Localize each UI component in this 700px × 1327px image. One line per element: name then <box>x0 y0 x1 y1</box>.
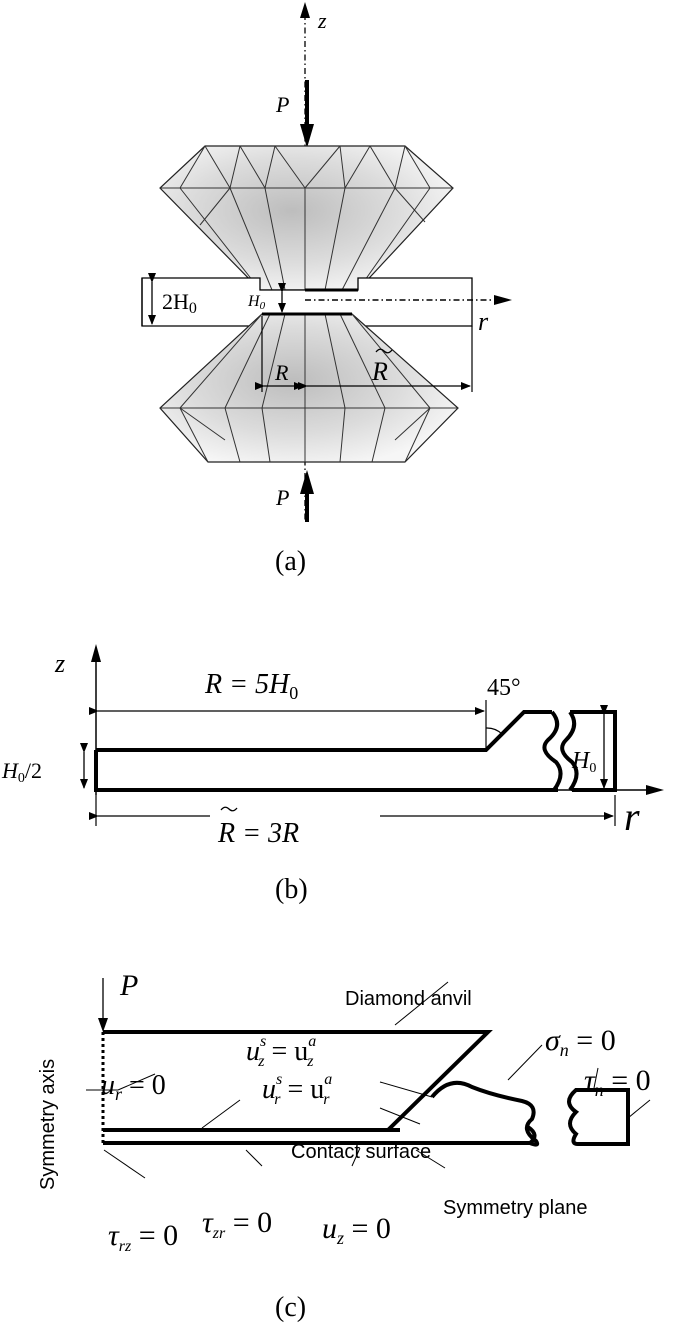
b-break-left <box>542 710 563 792</box>
diamond-anvil-top <box>159 145 454 291</box>
label-2h0: 2H0 <box>162 289 197 317</box>
b-sample-right <box>570 710 617 792</box>
b-label-h0: H0 <box>571 748 596 776</box>
b-label-r-eq: R = 5H0 <box>204 669 298 703</box>
c-label-symmetry-axis: Symmetry axis <box>37 1059 59 1190</box>
panel-b: z r R = 5H0 45° H0/2 H0 R = 3R (b) <box>1 644 664 905</box>
z-axis-label: z <box>317 8 327 33</box>
b-angle-label: 45° <box>487 675 521 701</box>
c-eq-tau-rz: τrz = 0 <box>108 1219 178 1255</box>
b-label-rtilde-eq: R = 3R <box>217 818 299 849</box>
load-arrowhead-bottom <box>300 470 314 494</box>
b-label-half: H0/2 <box>1 758 42 786</box>
tilde-mark <box>375 348 393 354</box>
r-axis-label: r <box>478 307 489 336</box>
label-h0: H0 <box>247 293 266 312</box>
b-r-label: r <box>624 794 640 839</box>
caption-a: (a) <box>275 546 306 577</box>
c-sample-right-block <box>567 1088 630 1146</box>
c-leader-sigma <box>507 1044 543 1081</box>
caption-b: (b) <box>275 874 308 905</box>
c-label-diamond-anvil: Diamond anvil <box>345 988 472 1010</box>
label-r-tilde: R <box>371 357 388 386</box>
c-sample-bulge <box>430 1080 540 1147</box>
c-load-label: P <box>119 969 138 1002</box>
panel-a: z P r 2H0 <box>141 2 512 577</box>
c-eq-tau-zr: τzr = 0 <box>202 1206 272 1242</box>
label-r: R <box>274 360 289 385</box>
c-eq-uz-zero: uz = 0 <box>322 1212 391 1248</box>
load-label-top: P <box>275 92 289 117</box>
c-load-arrowhead <box>98 1018 108 1032</box>
c-label-symmetry-plane: Symmetry plane <box>443 1197 588 1219</box>
panel-c: P Diamond anvil Contact surface Symmetry… <box>37 969 651 1323</box>
b-sample-outline <box>94 710 558 792</box>
load-arrowhead-top <box>300 124 314 148</box>
load-label-bottom: P <box>275 485 289 510</box>
c-eq-tau-n: τn = 0 <box>584 1064 651 1100</box>
c-leader-anvil <box>394 981 449 1026</box>
b-z-label: z <box>54 649 65 678</box>
caption-c: (c) <box>275 1292 306 1323</box>
r-axis-arrowhead <box>494 295 512 305</box>
z-axis-arrowhead <box>300 2 310 18</box>
c-eq-sigma-n: σn = 0 <box>545 1024 616 1060</box>
c-label-contact-surface: Contact surface <box>291 1141 431 1163</box>
b-break-right <box>560 710 579 792</box>
b-angle-arc <box>485 727 503 735</box>
diamond-anvil-bottom <box>159 313 459 463</box>
c-eq-ur-zero: ur = 0 <box>101 1070 166 1104</box>
